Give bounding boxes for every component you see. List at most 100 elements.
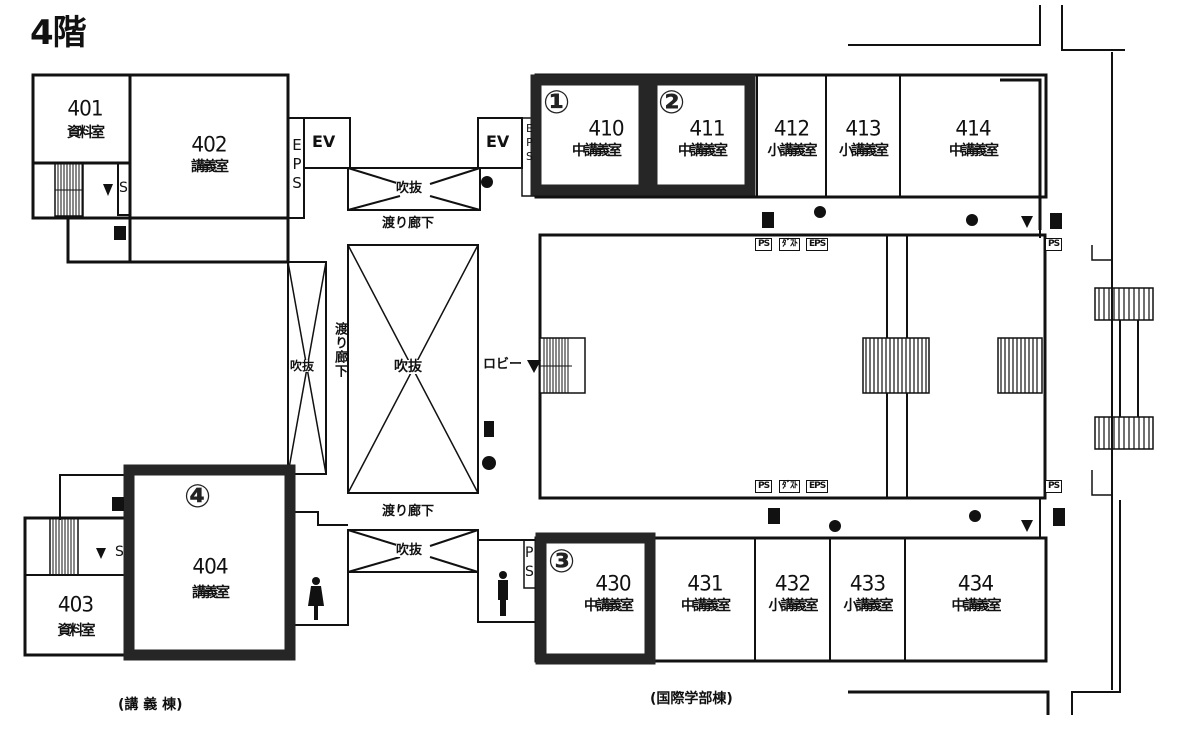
- room-number: 403: [57, 591, 94, 617]
- restroom-male-icon: [498, 571, 508, 616]
- highlight-badge-4: ④: [184, 477, 212, 515]
- down-arrow-icon: [103, 184, 113, 196]
- down-arrow-icon: [96, 548, 106, 559]
- room-number: 430: [595, 570, 631, 596]
- highlight-frame-404: [123, 464, 296, 661]
- room-number: 434: [957, 570, 994, 596]
- floor-title: 4階: [30, 13, 87, 53]
- down-arrow-icon: [527, 360, 541, 373]
- dust-tag: ﾀﾞｽﾄ: [779, 238, 801, 251]
- down-arrow-icon: [1021, 520, 1033, 532]
- void-bottom-bridge: [347, 529, 479, 573]
- room-number: 414: [955, 115, 991, 141]
- corridor-label-vertical: 渡り廊下: [332, 322, 347, 378]
- fire-hydrant-icon: [112, 497, 124, 511]
- room-name: 中講義室: [681, 598, 731, 614]
- highlight-badge-1: ①: [543, 83, 571, 121]
- eps-tag: EPS: [806, 238, 829, 251]
- shaft-s: [117, 162, 131, 216]
- highlight-frame-411: [646, 74, 756, 196]
- room-name: 小講義室: [768, 598, 819, 614]
- fire-hydrant-icon: [114, 226, 126, 240]
- extinguisher-icon: [966, 214, 978, 226]
- room-number: 412: [773, 115, 810, 141]
- wall: [66, 218, 290, 264]
- ev-label-right: EV: [486, 132, 510, 151]
- room-name: 中講義室: [584, 598, 634, 614]
- extinguisher-icon: [482, 456, 496, 470]
- down-arrow-icon: [1021, 216, 1033, 228]
- room-411[interactable]: 411 中講義室: [658, 118, 746, 158]
- central-hall: [538, 233, 1047, 500]
- fire-hydrant-icon: [768, 508, 780, 524]
- extinguisher-icon: [829, 520, 841, 532]
- stair-east: [997, 337, 1043, 394]
- fire-hydrant-icon: [762, 212, 774, 228]
- room-name: 資料室: [67, 125, 105, 141]
- stair-left-top: [54, 162, 84, 217]
- room-430[interactable]: 430 中講義室: [548, 570, 648, 614]
- room-432[interactable]: 432 小講義室: [755, 570, 830, 614]
- void-label-center: 吹抜: [394, 359, 422, 375]
- room-name: 中講義室: [572, 143, 622, 159]
- room-number: 431: [687, 570, 723, 596]
- highlight-badge-2: ②: [658, 83, 686, 121]
- fire-hydrant-icon: [1053, 508, 1065, 526]
- extinguisher-icon: [814, 206, 826, 218]
- stair-center: [862, 337, 930, 394]
- s-label: S: [119, 180, 128, 196]
- room-name: 小講義室: [843, 598, 894, 614]
- room-name: 講義室: [192, 585, 230, 601]
- room-name: 小講義室: [839, 143, 889, 159]
- room-number: 413: [845, 115, 881, 141]
- s-label: S: [115, 544, 124, 560]
- s-label: S: [525, 564, 534, 580]
- room-name: 中講義室: [951, 598, 1002, 614]
- room-number: 432: [774, 570, 811, 596]
- stair-lobby: [539, 337, 586, 394]
- room-number: 433: [849, 570, 886, 596]
- eps-label-right: EPS: [523, 122, 536, 164]
- room-number: 410: [588, 115, 624, 141]
- room-number: 404: [192, 553, 228, 579]
- eps-tag: EPS: [806, 480, 829, 493]
- ev-label-left: EV: [312, 132, 336, 151]
- room-414[interactable]: 414 中講義室: [900, 118, 1046, 158]
- highlight-frame-410: [530, 74, 650, 196]
- stair-left-bottom: [49, 517, 79, 576]
- fire-hydrant-icon: [484, 421, 494, 437]
- room-name: 資料室: [57, 623, 96, 639]
- void-label-top: 吹抜: [396, 181, 423, 196]
- ps-tag: PS: [1045, 480, 1063, 493]
- highlight-badge-3: ③: [548, 542, 576, 580]
- restroom-female-icon: [308, 577, 324, 620]
- void-left: [287, 261, 327, 475]
- void-center: [347, 244, 479, 494]
- room-413[interactable]: 413 小講義室: [826, 118, 900, 158]
- room-412[interactable]: 412 小講義室: [757, 118, 826, 158]
- eps-label-left: EPS: [288, 136, 306, 193]
- building-label-international: (国際学部棟): [650, 691, 733, 707]
- room-402[interactable]: 402 講義室: [130, 134, 288, 175]
- room-name: 中講義室: [949, 143, 999, 159]
- room-401[interactable]: 401 資料室: [40, 98, 130, 141]
- void-label-bottom: 吹抜: [396, 543, 423, 558]
- room-431[interactable]: 431 中講義室: [655, 570, 755, 614]
- stair-east-edge: [1094, 287, 1154, 450]
- room-name: 小講義室: [767, 143, 818, 159]
- room-name: 講義室: [191, 159, 229, 175]
- corridor-label-bottom: 渡り廊下: [382, 504, 435, 519]
- room-434[interactable]: 434 中講義室: [905, 570, 1046, 614]
- room-name: 中講義室: [678, 143, 728, 159]
- room-403[interactable]: 403 資料室: [28, 591, 123, 639]
- fire-hydrant-icon: [1050, 213, 1062, 229]
- room-433[interactable]: 433 小講義室: [830, 570, 905, 614]
- corridor-label-top: 渡り廊下: [382, 216, 435, 231]
- highlight-frame-430: [535, 532, 656, 665]
- room-404[interactable]: 404 講義室: [135, 553, 285, 601]
- void-label-left: 吹抜: [290, 359, 315, 373]
- ps-tag: PS: [1045, 238, 1063, 251]
- p-label: P: [525, 545, 534, 561]
- room-410[interactable]: 410 中講義室: [542, 118, 640, 158]
